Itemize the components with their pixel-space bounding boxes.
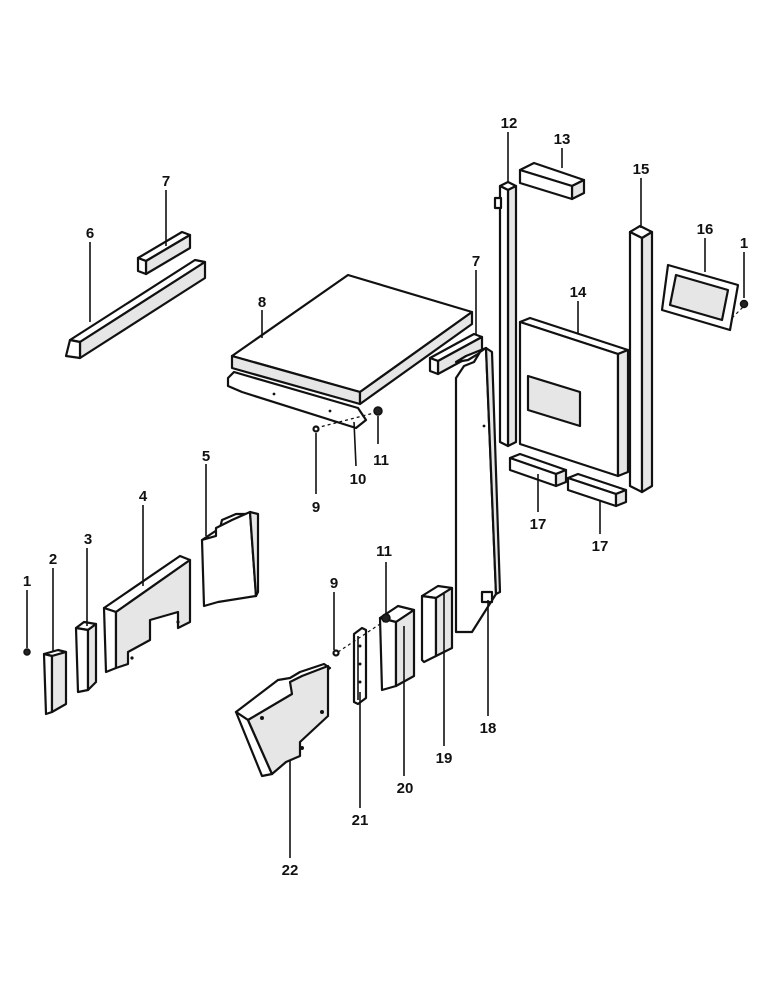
part-11-nut-upper — [373, 406, 383, 416]
callout-9-upper: 9 — [312, 499, 320, 516]
part-15-post — [628, 224, 654, 494]
callout-8: 8 — [258, 294, 266, 311]
callout-4: 4 — [139, 488, 148, 505]
callout-1-left: 1 — [23, 573, 31, 590]
callout-13: 13 — [554, 131, 571, 148]
callout-19: 19 — [436, 750, 453, 767]
callout-17-right: 17 — [592, 538, 609, 555]
part-6-strip — [64, 258, 207, 360]
part-10-angle-rail — [226, 370, 368, 430]
callout-7-right: 7 — [472, 253, 480, 270]
callout-22: 22 — [282, 862, 299, 879]
part-11-nut-lower — [381, 613, 391, 623]
fastener-path-lower — [337, 619, 387, 653]
part-3-block — [74, 620, 98, 694]
part-18-side-panel — [454, 346, 502, 634]
part-7-block-left — [136, 230, 192, 276]
part-21-bracket — [352, 626, 368, 706]
callout-21: 21 — [352, 812, 369, 829]
callout-6: 6 — [86, 225, 94, 242]
part-2-angle — [42, 648, 68, 716]
callout-5: 5 — [202, 448, 210, 465]
callout-16: 16 — [697, 221, 714, 238]
callout-18: 18 — [480, 720, 497, 737]
callout-17-left: 17 — [530, 516, 547, 533]
part-17-block-right — [566, 472, 628, 508]
fastener-path-upper — [315, 411, 379, 429]
part-22-plate — [234, 662, 332, 778]
callout-11-upper: 11 — [373, 452, 389, 469]
callout-15: 15 — [633, 161, 650, 178]
part-19-pad — [420, 584, 454, 664]
part-5-pad — [200, 510, 260, 608]
fastener-path-right — [731, 305, 745, 319]
callout-labels: 1 2 3 4 5 6 7 8 9 10 11 7 12 13 14 15 16… — [23, 115, 748, 879]
callout-14: 14 — [570, 284, 587, 301]
part-9-screw-upper — [312, 425, 320, 433]
part-9-screw-lower — [332, 649, 340, 657]
callout-7-left: 7 — [162, 173, 170, 190]
part-17-block-left — [508, 452, 568, 488]
callout-11-lower: 11 — [376, 543, 392, 560]
part-14-panel — [518, 316, 630, 478]
part-8-top-panel — [230, 273, 474, 406]
part-4-panel — [102, 554, 192, 674]
callout-10: 10 — [350, 471, 367, 488]
callout-20: 20 — [397, 780, 414, 797]
callout-12: 12 — [501, 115, 518, 132]
callout-2: 2 — [49, 551, 57, 568]
part-12-channel — [493, 180, 518, 448]
part-7-block-right — [428, 332, 484, 376]
part-1-fastener-right — [739, 299, 749, 309]
part-1-fastener-left — [23, 648, 31, 656]
leader-lines — [26, 132, 745, 858]
callout-1-right: 1 — [740, 235, 748, 252]
callout-3: 3 — [84, 531, 92, 548]
part-16-frame — [660, 263, 740, 332]
callout-9-lower: 9 — [330, 575, 338, 592]
part-20-pad — [378, 604, 416, 692]
part-13-block — [518, 161, 586, 201]
